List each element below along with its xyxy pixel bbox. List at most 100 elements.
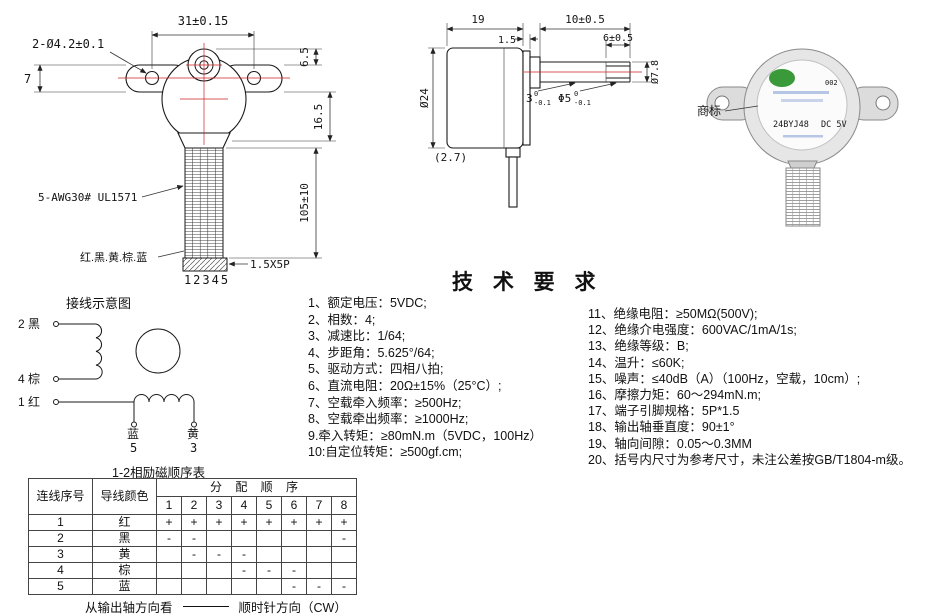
tech-item-9: 9.牵入转矩：≥80mN.m（5VDC，100Hz） — [308, 428, 542, 443]
yellow-wire-label: 黄 — [187, 427, 199, 441]
tech-item-8: 8、空载牵出频率：≥1000Hz; — [308, 412, 469, 427]
mark-cell — [206, 530, 232, 547]
footnote-view-direction: 从输出轴方向看 — [85, 601, 173, 615]
tech-item-7: 7、空载牵入频率：≥500Hz; — [308, 395, 462, 410]
wire-color-cell: 棕 — [92, 562, 157, 579]
tech-item-17: 17、端子引脚规格：5P*1.5 — [588, 404, 740, 419]
mark-cell: - — [306, 578, 332, 595]
tech-item-15: 15、噪声：≤40dB（A）（100Hz，空载，10cm）; — [588, 371, 861, 386]
table-row: 1 红 + + + + + + + + — [28, 514, 357, 531]
dim-boss-dia-label: Ø7.8 — [649, 60, 661, 84]
wire-spec-label: 5-AWG30# UL1571 — [38, 191, 137, 204]
mark-cell — [181, 578, 207, 595]
step-cell: 2 — [181, 496, 207, 515]
mark-cell: - — [181, 530, 207, 547]
table-row: 2 黑 - - - — [28, 530, 357, 547]
motor-can — [446, 47, 524, 149]
terminal-brown-label: 4 棕 — [18, 371, 40, 386]
wire-color-cell: 红 — [92, 514, 157, 531]
table-header-row: 连线序号 导线颜色 分 配 顺 序 — [28, 478, 357, 515]
shaft-dia-tolerance: Φ5 0 -0.1 — [558, 81, 617, 107]
wire-color-cell: 黑 — [92, 530, 157, 547]
dim-body-dia-label: Ø24 — [418, 88, 431, 108]
mark-cell — [256, 578, 282, 595]
tech-item-16: 16、摩擦力矩：60～294mN.m; — [588, 388, 761, 403]
table-step-row: 1 2 3 4 5 6 7 8 — [29, 496, 357, 515]
mark-cell: - — [231, 546, 257, 563]
mark-cell — [181, 562, 207, 579]
mark-cell — [231, 578, 257, 595]
mark-cell — [156, 546, 182, 563]
mark-cell: + — [281, 514, 307, 531]
mark-cell — [256, 530, 282, 547]
mark-cell: - — [281, 578, 307, 595]
mark-cell: - — [281, 562, 307, 579]
footnote-rotation-direction: 顺时针方向（CW） — [238, 601, 347, 615]
seq-table-title: 1-2相励磁顺序表 — [112, 466, 206, 480]
dim-right-6-5: 6.5 — [216, 47, 322, 67]
connector-size-label: 1.5X5P — [250, 258, 290, 271]
tech-item-11: 11、绝缘电阻：≥50MΩ(500V); — [588, 307, 758, 321]
wire-color-cell: 黄 — [92, 546, 157, 563]
output-shaft — [524, 61, 642, 83]
wiring-title: 接线示意图 — [66, 296, 132, 311]
mark-cell: - — [206, 546, 232, 563]
table-row: 3 黄 - - - — [28, 546, 357, 563]
shaft-flat-tolerance: 3 0 -0.1 — [526, 81, 576, 107]
dim-boss-dia: Ø7.8 — [632, 60, 661, 84]
tech-item-14: 14、温升：≤60K; — [588, 355, 685, 370]
rotor-circle — [135, 328, 181, 374]
tech-item-12: 12、绝缘介电强度：600VAC/1mA/1s; — [588, 323, 797, 338]
mark-cell: + — [181, 514, 207, 531]
dim-body-dia-24: Ø24 — [418, 47, 445, 149]
table-footnote: 从输出轴方向看 顺时针方向（CW） — [85, 597, 347, 616]
motor-photo: 002 24BYJ48 DC 5V 商标 — [697, 48, 899, 227]
tech-item-10: 10:自定位转矩：≥500gf.cm; — [308, 445, 463, 460]
logo-mark-icon — [769, 69, 795, 87]
mark-cell: + — [156, 514, 182, 531]
mark-cell: + — [331, 514, 357, 531]
terminal-red-label: 1 红 — [18, 394, 40, 409]
excitation-sequence-table: 连线序号 导线颜色 分 配 顺 序 1 2 3 4 5 6 7 8 1 红 + … — [28, 478, 357, 595]
dim-shaft-10: 10±0.5 — [539, 13, 631, 58]
dim-body-19: 19 — [446, 13, 524, 46]
dim-wire-length-105: 105±10 — [226, 147, 322, 259]
bottom-tab-and-lead — [505, 147, 521, 208]
sticker-text-line — [783, 135, 823, 138]
dim-ear-7: 7 — [24, 64, 126, 93]
dim-flat-6: 6±0.5 — [603, 33, 633, 58]
front-plate — [522, 50, 531, 146]
mark-cell: + — [256, 514, 282, 531]
dim-right-16-5: 16.5 — [232, 91, 336, 142]
mark-cell: - — [231, 562, 257, 579]
dim-width-31: 31±0.15 — [151, 14, 255, 69]
step-cell: 7 — [306, 496, 332, 515]
blue-wire-number: 5 — [130, 441, 137, 455]
wire-bundle — [184, 147, 224, 259]
dim-width-label: 31±0.15 — [178, 14, 229, 28]
wire-no-cell: 5 — [28, 578, 93, 595]
flat-upper-tol: 0 — [534, 90, 538, 98]
flat-nominal-label: 3 — [526, 92, 533, 105]
wire-no-cell: 1 — [28, 514, 93, 531]
mark-cell — [306, 530, 332, 547]
dim-holes-label: 2-Ø4.2±0.1 — [32, 37, 104, 51]
mark-cell — [256, 546, 282, 563]
tech-item-20: 20、括号内尺寸为参考尺寸，未注公差按GB/T1804-m级。 — [588, 452, 911, 467]
connector-body — [182, 257, 228, 272]
mark-cell — [306, 546, 332, 563]
serial-label: 002 — [825, 79, 838, 87]
step-cell: 8 — [331, 496, 357, 515]
mark-cell — [206, 578, 232, 595]
dim-mid-right-label: 16.5 — [312, 104, 325, 131]
mark-cell — [306, 562, 332, 579]
wire-colors-callout: 红.黑.黄.棕.蓝 — [80, 250, 185, 264]
tech-requirements-title: 技 术 要 求 — [452, 271, 603, 294]
wire-no-cell: 3 — [28, 546, 93, 563]
mark-cell: - — [156, 530, 182, 547]
wire-colors-label: 红.黑.黄.棕.蓝 — [80, 250, 147, 264]
tech-item-5: 5、驱动方式：四相八拍; — [308, 362, 444, 377]
terminal-black-label: 2 黑 — [18, 317, 40, 331]
dim-plate-1-5: 1.5 — [498, 34, 538, 49]
